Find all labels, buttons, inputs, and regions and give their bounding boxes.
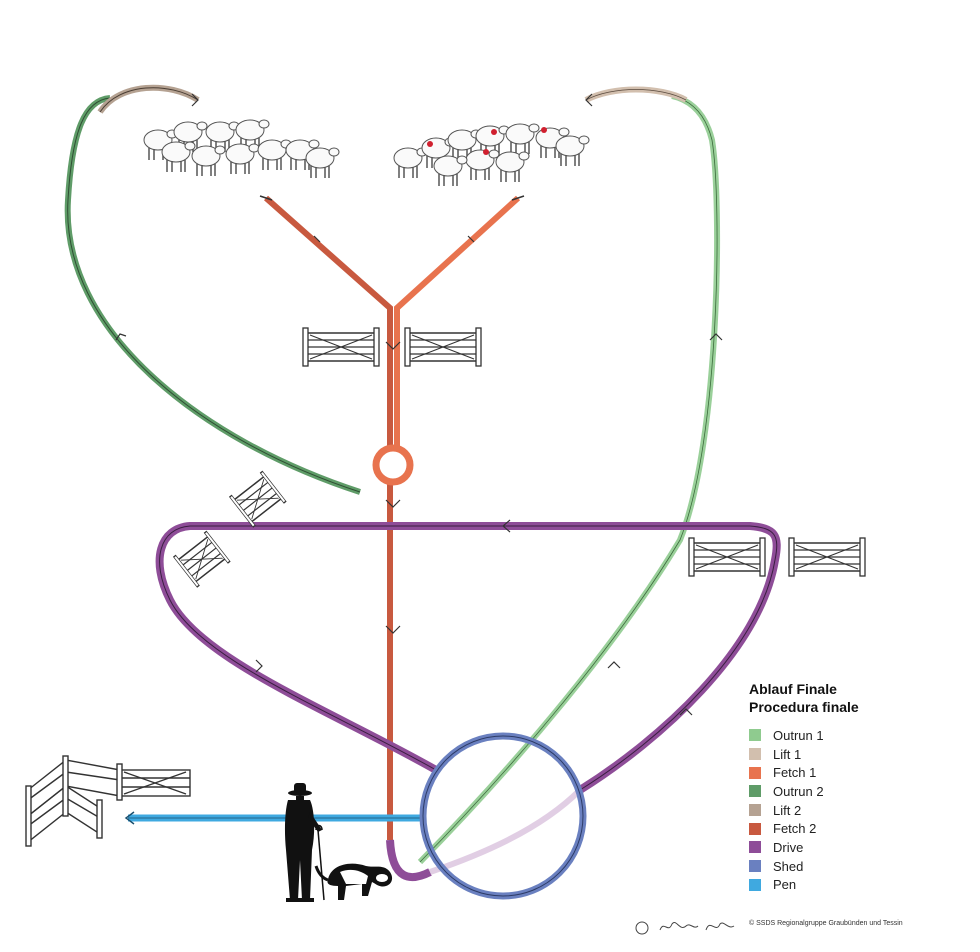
drive-path [155,522,781,882]
legend-swatch [749,748,761,761]
legend-label: Outrun 2 [773,783,824,799]
legend-swatch [749,822,761,835]
legend-label: Drive [773,839,804,855]
sheepdog-illustration [314,863,393,900]
legend-label: Outrun 1 [773,727,824,743]
fetch-2-path [264,195,393,840]
copyright-credit: © SSDS Regionalgruppe Graubünden und Tes… [749,920,903,927]
legend-item: Drive [749,838,949,857]
legend-item: Outrun 1 [749,726,949,745]
legend-item: Outrun 2 [749,782,949,801]
legend-item: Pen [749,876,949,895]
legend-item: Fetch 2 [749,819,949,838]
legend-item: Fetch 1 [749,763,949,782]
legend-label: Shed [773,858,804,874]
legend-swatch [749,729,761,742]
legend-list: Outrun 1 Lift 1 Fetch 1 Outrun 2 Lift 2 Fetch… [749,726,949,894]
legend-item: Lift 2 [749,801,949,820]
pen-enclosure [25,755,191,847]
legend: Ablauf Finale Procedura finale Outrun 1 L… [749,680,949,894]
legend-label: Fetch 1 [773,765,817,781]
sheep-group-right [393,123,590,187]
legend-label: Lift 1 [773,746,802,762]
sheep-group-left [143,119,340,179]
lift-2-path [97,84,200,114]
fetch-post [372,444,414,486]
legend-label: Pen [773,877,797,893]
legend-swatch [749,860,761,873]
legend-swatch [749,841,761,854]
shepherd-silhouette [284,783,325,902]
legend-item: Shed [749,857,949,876]
shed-ring [419,732,587,900]
signatures [635,921,735,935]
legend-swatch [749,766,761,779]
legend-title-it: Procedura finale [749,699,859,715]
fetch-1-path [394,195,521,470]
lift-1-path [584,86,688,103]
legend-swatch [749,878,761,891]
legend-item: Lift 1 [749,745,949,764]
direction-arrows [115,93,723,716]
legend-swatch [749,804,761,817]
legend-label: Fetch 2 [773,821,817,837]
legend-title-de: Ablauf Finale [749,681,837,697]
legend-label: Lift 2 [773,802,802,818]
legend-swatch [749,785,761,798]
